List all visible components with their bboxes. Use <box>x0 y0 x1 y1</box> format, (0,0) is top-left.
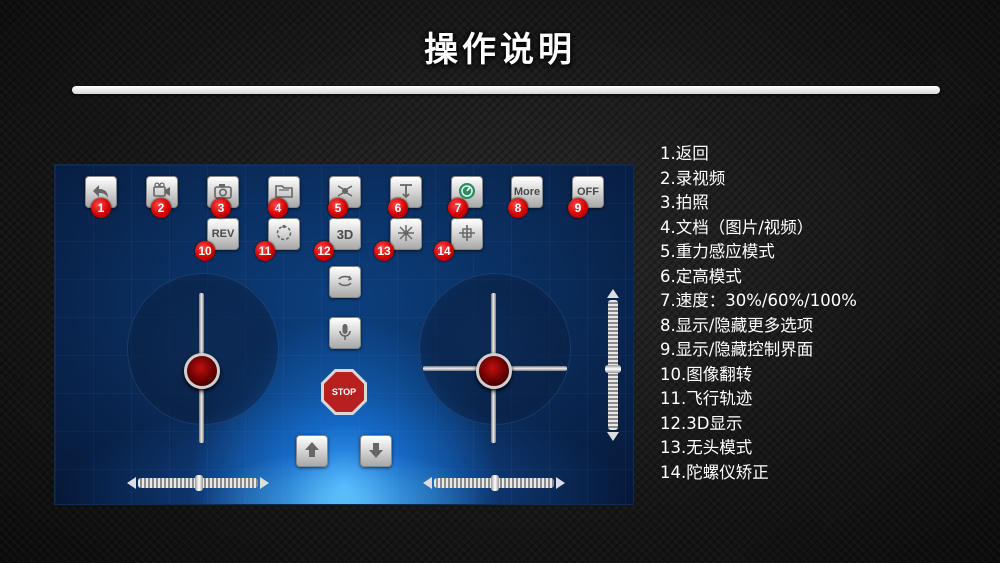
legend-item: 12.3D显示 <box>660 413 743 433</box>
badge-2: 2 <box>151 198 171 218</box>
legend-list: 1.返回 2.录视频 3.拍照 4.文档（图片/视频） 5.重力感应模式 6.定… <box>660 142 857 485</box>
microphone-icon <box>335 322 355 345</box>
right-joystick-knob[interactable] <box>476 353 512 389</box>
more-label: More <box>513 186 541 198</box>
down-arrow-icon <box>366 440 386 463</box>
video-camera-icon <box>152 181 172 204</box>
legend-item: 6.定高模式 <box>660 266 742 286</box>
altitude-hold-icon <box>396 181 416 204</box>
vertical-trim-up-arrow-icon[interactable] <box>607 289 619 298</box>
badge-1: 1 <box>91 198 111 218</box>
left-trim-right-arrow-icon[interactable] <box>260 477 269 489</box>
headless-mode-button[interactable] <box>390 218 422 250</box>
legend-item: 1.返回 <box>660 144 709 163</box>
flip-360-icon <box>335 271 355 294</box>
badge-11: 11 <box>255 241 275 261</box>
legend-item: 8.显示/隐藏更多选项 <box>660 315 814 335</box>
gyro-calibrate-icon <box>457 223 477 246</box>
stop-button[interactable]: STOP <box>324 372 364 412</box>
right-trim-right-arrow-icon[interactable] <box>556 477 565 489</box>
up-arrow-icon <box>302 440 322 463</box>
title-divider <box>72 86 940 94</box>
legend-item: 5.重力感应模式 <box>660 242 775 261</box>
vertical-trim-down-arrow-icon[interactable] <box>607 432 619 441</box>
legend-item: 3.拍照 <box>660 193 709 212</box>
flight-path-icon <box>274 223 294 246</box>
3d-display-button[interactable]: 3D <box>329 218 361 250</box>
right-trim-thumb[interactable] <box>491 475 499 491</box>
left-trim-left-arrow-icon[interactable] <box>127 477 136 489</box>
legend-item: 11.飞行轨迹 <box>660 389 753 408</box>
legend-item: 10.图像翻转 <box>660 364 753 384</box>
legend-item: 4.文档（图片/视频） <box>660 217 814 237</box>
page-title: 操作说明 <box>424 30 576 70</box>
takeoff-button[interactable] <box>296 435 328 467</box>
badge-8: 8 <box>508 198 528 218</box>
legend-item: 2.录视频 <box>660 168 726 188</box>
headless-mode-icon <box>396 223 416 246</box>
badge-10: 10 <box>195 241 215 261</box>
badge-14: 14 <box>434 241 454 261</box>
badge-4: 4 <box>268 198 288 218</box>
speed-icon <box>457 181 477 204</box>
left-joystick-knob[interactable] <box>184 353 220 389</box>
gyro-calibrate-button[interactable] <box>451 218 483 250</box>
badge-13: 13 <box>374 241 394 261</box>
legend-item: 7.速度：30%/60%/100% <box>660 291 857 310</box>
badge-12: 12 <box>314 241 334 261</box>
gravity-sensor-icon <box>335 181 355 204</box>
rev-flip-icon: REV <box>211 228 235 240</box>
left-trim-thumb[interactable] <box>195 475 203 491</box>
land-button[interactable] <box>360 435 392 467</box>
back-arrow-icon <box>91 181 111 204</box>
right-trim-left-arrow-icon[interactable] <box>423 477 432 489</box>
legend-item: 14.陀螺仪矫正 <box>660 462 769 482</box>
badge-3: 3 <box>211 198 231 218</box>
legend-item: 9.显示/隐藏控制界面 <box>660 340 814 359</box>
camera-icon <box>213 181 233 204</box>
flip-360-button[interactable] <box>329 266 361 298</box>
app-screenshot: More OFF REV 3D <box>54 164 634 505</box>
off-label: OFF <box>577 186 599 198</box>
badge-9: 9 <box>568 198 588 218</box>
folder-icon <box>274 181 294 204</box>
legend-item: 13.无头模式 <box>660 438 753 457</box>
voice-button[interactable] <box>329 317 361 349</box>
badge-6: 6 <box>388 198 408 218</box>
badge-7: 7 <box>448 198 468 218</box>
vertical-trim-thumb[interactable] <box>605 365 621 373</box>
badge-5: 5 <box>328 198 348 218</box>
3d-label: 3D <box>336 226 354 242</box>
